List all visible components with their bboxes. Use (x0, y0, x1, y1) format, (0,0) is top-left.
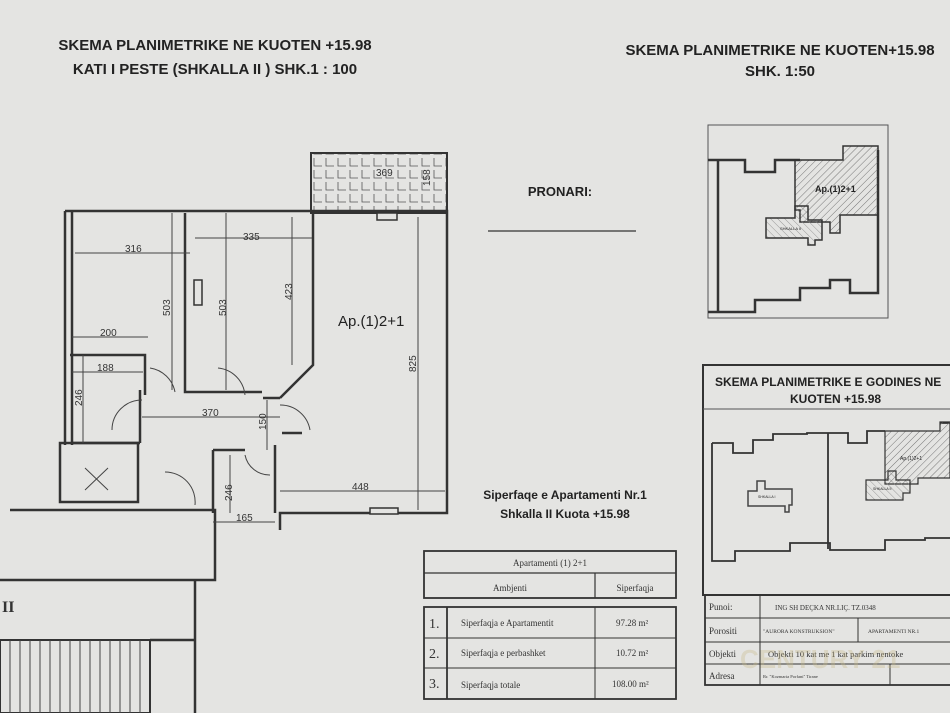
watermark-logo: CENTURY 21 (740, 644, 900, 674)
row-value: 108.00 m² (612, 679, 649, 689)
area-caption-line-1: Siperfaqe e Apartamenti Nr.1 (483, 488, 647, 502)
info-value: ING SH DEÇKA NR.LIÇ. TZ.0348 (775, 604, 876, 612)
dimension-label: 158 (422, 169, 433, 186)
left-title-line-2: KATI I PESTE (SHKALLA II ) SHK.1 : 100 (73, 61, 357, 78)
table-row: 3. Siperfaqja totale 108.00 m² (429, 677, 649, 692)
row-number: 2. (429, 647, 440, 662)
key-plan-stair-label: SHKALLA II (780, 226, 801, 231)
dimension-label: 200 (100, 328, 117, 339)
dimension-label: 246 (74, 389, 85, 406)
dimension-label: 369 (376, 168, 393, 179)
building-plan-title-2: KUOTEN +15.98 (790, 392, 881, 406)
right-title-line-1: SKEMA PLANIMETRIKE NE KUOTEN+15.98 (625, 42, 934, 59)
key-plan-apartment-label: Ap.(1)2+1 (815, 184, 856, 194)
dimension-label: 150 (258, 413, 269, 430)
row-label: Siperfaqja e perbashket (461, 648, 546, 658)
table-row: 1. Siperfaqja e Apartamentit 97.28 m² (429, 617, 649, 632)
owner-label: PRONARI: (528, 184, 592, 199)
info-label: Porositi (709, 626, 738, 636)
info-label: Adresa (709, 671, 735, 681)
right-title-line-2: SHK. 1:50 (745, 63, 815, 80)
area-table (423, 550, 677, 700)
key-plan: Ap.(1)2+1 SHKALLA II (707, 124, 889, 319)
row-number: 1. (429, 617, 440, 632)
building-stair-2-highlight (865, 470, 911, 501)
building-plan: SKEMA PLANIMETRIKE E GODINES NE KUOTEN +… (702, 364, 950, 596)
staircase (0, 639, 151, 713)
apartment-floor-plan: 369 158 316 335 503 503 423 825 200 188 … (0, 152, 449, 713)
info-value: "AURORA KONSTRUKSION" (763, 629, 835, 635)
dimension-label: 188 (97, 363, 114, 374)
stair-label: II (2, 599, 14, 616)
area-table-title: Apartamenti (1) 2+1 (513, 558, 587, 568)
left-title-line-1: SKEMA PLANIMETRIKE NE KUOTEN +15.98 (58, 37, 371, 54)
row-label: Siperfaqja e Apartamentit (461, 618, 554, 628)
info-value: Objekti 10 kat me 1 kat parkim nentoke (768, 649, 903, 659)
dimension-label: 423 (284, 283, 295, 300)
info-table (704, 594, 950, 686)
info-value: Rr. "Kozmaria Porfani" Tirane (763, 674, 818, 679)
area-caption-line-2: Shkalla II Kuota +15.98 (500, 507, 630, 521)
dimension-label: 448 (352, 482, 369, 493)
row-value: 10.72 m² (616, 648, 649, 658)
building-plan-title-1: SKEMA PLANIMETRIKE E GODINES NE (715, 375, 941, 389)
dimension-label: 825 (408, 355, 419, 372)
dimension-label: 316 (125, 244, 142, 255)
info-label: Objekti (709, 649, 736, 659)
area-table-header-env: Ambjenti (493, 583, 527, 593)
building-stair-2-label: SHKALLA II (873, 487, 892, 491)
row-label: Siperfaqja totale (461, 680, 520, 690)
dimension-label: 165 (236, 513, 253, 524)
dimension-label: 503 (218, 299, 229, 316)
dimension-label: 503 (162, 299, 173, 316)
row-number: 3. (429, 677, 440, 692)
apartment-label: Ap.(1)2+1 (338, 313, 404, 330)
table-row: 2. Siperfaqja e perbashket 10.72 m² (429, 647, 649, 662)
dimension-label: 370 (202, 408, 219, 419)
dimension-label: 335 (243, 232, 260, 243)
dimension-label: 246 (224, 484, 235, 501)
building-stair-1-label: SHKALLA I (758, 495, 776, 499)
info-extra: APARTAMENTI NR.1 (868, 629, 920, 635)
building-apartment-label: Ap.(1)2+1 (900, 456, 922, 462)
stair-highlight (765, 205, 823, 246)
area-table-header-area: Siperfaqja (617, 583, 654, 593)
info-label: Punoi: (709, 602, 733, 612)
row-value: 97.28 m² (616, 618, 649, 628)
